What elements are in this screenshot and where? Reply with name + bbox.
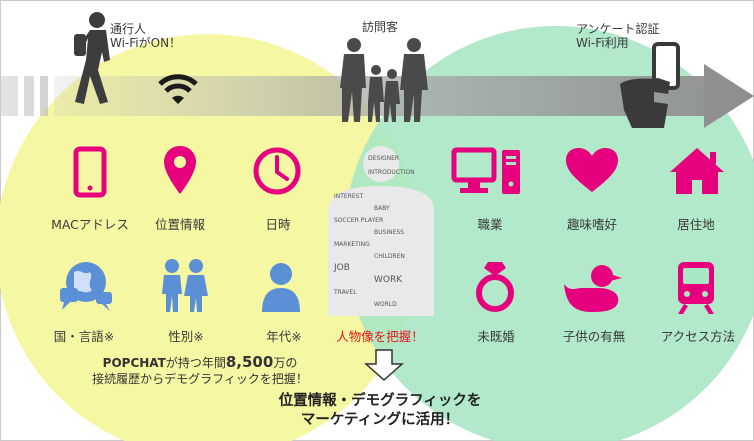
- collage-word: INTEREST: [334, 193, 363, 200]
- visitor-label: 訪問客: [362, 20, 399, 34]
- location-pin-icon: [164, 146, 196, 194]
- caption-part2: 万の: [273, 356, 298, 370]
- globe-chat-icon: [60, 262, 112, 311]
- label-children: 子供の有無: [562, 329, 626, 344]
- phone-hand-icon: [620, 42, 680, 128]
- train-icon: [678, 262, 714, 314]
- conclusion-line1: 位置情報・デモグラフィックを: [278, 393, 482, 409]
- label-gender: 性別※: [168, 329, 204, 344]
- yellow-circle: [0, 34, 420, 441]
- collage-word: INTRODUCTION: [368, 169, 415, 176]
- conclusion: 位置情報・デモグラフィックを マーケティングに活用！: [200, 392, 560, 430]
- collage-word: TRAVEL: [333, 289, 357, 296]
- word-collage-person: INTEREST BABY SOCCER PLAYER BUSINESS MARKETI…: [328, 146, 434, 316]
- clock-icon: [253, 147, 301, 195]
- collage-word: SOCCER PLAYER: [334, 217, 383, 224]
- label-occupation: 職業: [477, 217, 503, 232]
- caption-part1: が持つ年間: [165, 356, 226, 370]
- data-caption-line1: POPCHATが持つ年間8,500万の: [60, 354, 340, 371]
- wifi-icon: [158, 74, 198, 104]
- collage-word: DESIGNER: [368, 155, 399, 162]
- data-caption: POPCHATが持つ年間8,500万の 接続履歴からデモグラフィックを把握！: [60, 354, 340, 387]
- data-caption-line2: 接続履歴からデモグラフィックを把握！: [92, 372, 308, 386]
- label-residence: 居住地: [677, 217, 715, 232]
- collage-word: WORLD: [374, 301, 397, 308]
- center-label: 人物像を把握！: [336, 329, 424, 344]
- family-icon: [340, 38, 428, 122]
- couple-icon: [162, 259, 208, 312]
- ring-icon: [476, 262, 514, 312]
- survey-label: アンケート認証 Wi-Fi利用: [576, 22, 660, 50]
- label-datetime: 日時: [265, 217, 291, 232]
- rubber-duck-icon: [564, 265, 622, 312]
- collage-word: MARKETING: [334, 241, 370, 248]
- label-mac-address: MACアドレス: [51, 217, 129, 232]
- collage-word: WORK: [374, 275, 403, 285]
- label-age: 年代※: [266, 329, 302, 344]
- passerby-label: 通行人 Wi-FiがON！: [110, 22, 182, 50]
- house-icon: [670, 148, 724, 194]
- computer-icon: [451, 147, 520, 194]
- heart-icon: [566, 148, 618, 192]
- label-hobbies: 趣味嗜好: [566, 217, 617, 232]
- collage-word: JOB: [333, 263, 350, 273]
- label-marital-status: 未既婚: [477, 329, 515, 344]
- label-country-language: 国・言語※: [53, 329, 115, 344]
- smartphone-icon: [73, 146, 107, 198]
- conclusion-line2: マーケティングに活用！: [300, 412, 460, 428]
- down-arrow-icon: [364, 349, 404, 382]
- person-icon: [262, 263, 300, 312]
- collage-word: CHILDREN: [374, 253, 405, 260]
- brand-name: POPCHAT: [102, 356, 166, 370]
- green-circle: [344, 26, 754, 441]
- collage-word: BABY: [374, 205, 390, 212]
- walking-person-icon: [74, 12, 110, 104]
- label-access-method: アクセス方法: [660, 329, 736, 344]
- label-location: 位置情報: [154, 217, 205, 232]
- annual-count: 8,500: [225, 353, 274, 371]
- collage-word: BUSINESS: [374, 229, 404, 236]
